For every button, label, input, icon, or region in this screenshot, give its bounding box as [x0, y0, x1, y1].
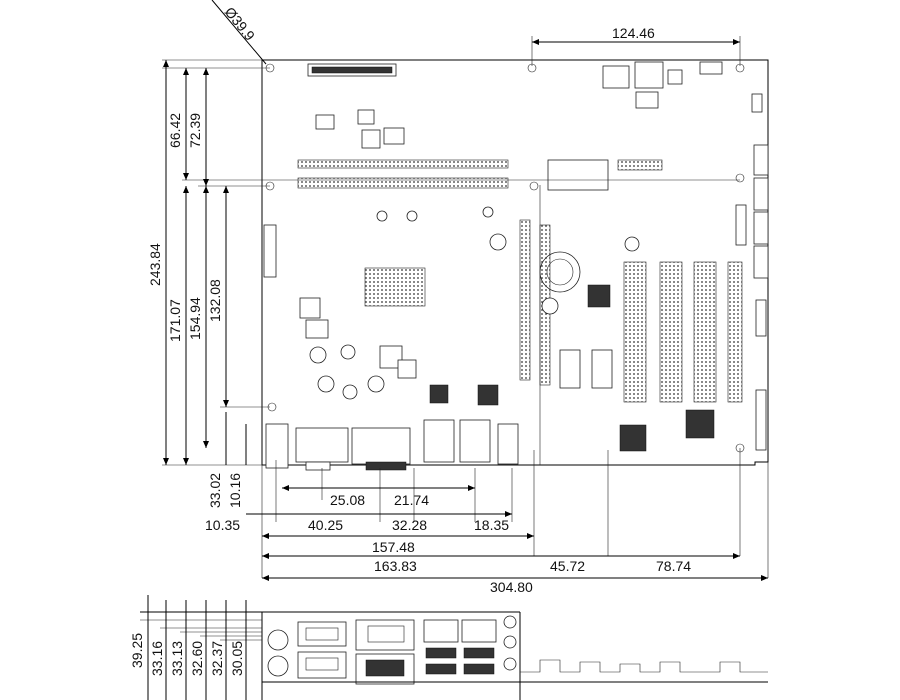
dim-bottom-row1-0: 33.02 — [207, 473, 223, 508]
hole-callout-label: Ø39.9 — [222, 4, 259, 44]
board-outline — [261, 59, 769, 466]
dim-left-2: 243.84 — [147, 243, 163, 286]
rear-io-view — [140, 595, 768, 700]
board-components — [263, 61, 769, 471]
dim-bottom-row1-2: 25.08 — [330, 492, 365, 508]
dim-bottom-row4-1: 45.72 — [550, 558, 585, 574]
dim-bottom-row1-1: 10.16 — [227, 473, 243, 508]
dim-bottom-row4-2: 78.74 — [656, 558, 691, 574]
dim-left-5: 132.08 — [207, 279, 223, 322]
dim-bottom-row5-0: 304.80 — [490, 579, 533, 595]
dim-bottom-row1-3: 21.74 — [394, 492, 429, 508]
dimension-labels: Ø39.9 124.46 66.42 72.39 243.84 171.07 1… — [129, 4, 691, 676]
dim-left-4: 154.94 — [187, 297, 203, 340]
dimension-lines — [162, 0, 769, 581]
dim-bottom-row2-0: 10.35 — [205, 517, 240, 533]
dim-left-1: 72.39 — [187, 113, 203, 148]
io-height-3: 32.60 — [189, 641, 205, 676]
dim-bottom-row2-2: 32.28 — [392, 517, 427, 533]
dim-top-width: 124.46 — [612, 25, 655, 41]
io-height-1: 33.16 — [149, 641, 165, 676]
dim-bottom-row3-0: 157.48 — [372, 539, 415, 555]
dim-bottom-row2-1: 40.25 — [308, 517, 343, 533]
io-height-5: 30.05 — [229, 641, 245, 676]
io-height-2: 33.13 — [169, 641, 185, 676]
io-height-0: 39.25 — [129, 633, 145, 668]
dim-left-3: 171.07 — [167, 299, 183, 342]
dim-left-0: 66.42 — [167, 113, 183, 148]
dim-bottom-row2-3: 18.35 — [474, 517, 509, 533]
io-height-4: 32.37 — [209, 641, 225, 676]
dim-bottom-row4-0: 163.83 — [374, 558, 417, 574]
